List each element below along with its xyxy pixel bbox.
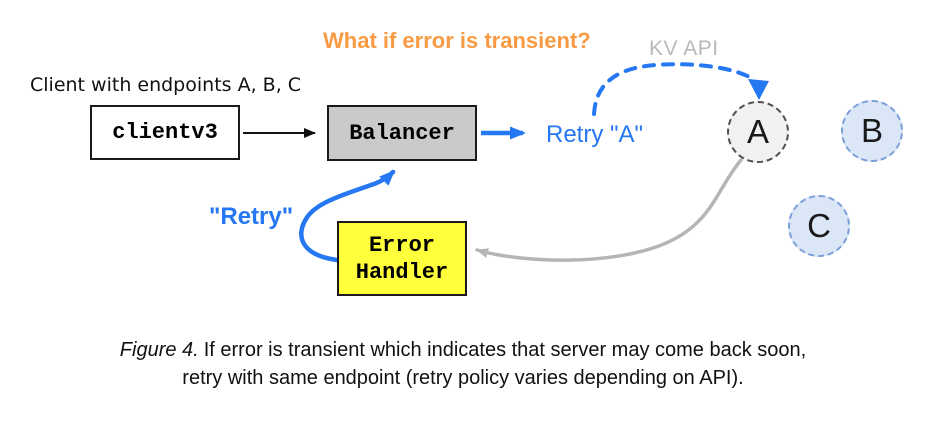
- kv-api-dashed-arrow: [592, 62, 755, 116]
- endpoint-a-label: A: [746, 113, 769, 150]
- retry-a-label: Retry "A": [546, 121, 644, 148]
- caption-line-1-text: If error is transient which indicates th…: [203, 339, 807, 361]
- kv-api-label: KV API: [649, 37, 719, 60]
- retry-quoted-label: "Retry": [209, 203, 294, 230]
- client-endpoints-label: Client with endpoints A, B, C: [30, 74, 302, 96]
- figure-caption: Figure 4.If error is transient which ind…: [0, 336, 926, 392]
- node-error-handler-label-line2: Handler: [355, 259, 449, 285]
- node-clientv3: clientv3: [90, 105, 240, 160]
- kv-api-arrowhead-icon: [748, 79, 769, 100]
- endpoint-c-label: C: [807, 207, 831, 244]
- node-error-handler-label-line1: Error: [368, 232, 435, 258]
- endpoint-c-node: C: [788, 195, 850, 257]
- endpoint-b-label: B: [860, 112, 883, 149]
- node-balancer-label: Balancer: [349, 120, 455, 146]
- node-clientv3-label: clientv3: [112, 120, 218, 145]
- figure-number-label: Figure 4.: [119, 339, 199, 361]
- endpoint-b-node: B: [841, 100, 903, 162]
- arrow-error-handler-to-balancer: [299, 169, 396, 263]
- caption-line-1: Figure 4.If error is transient which ind…: [0, 336, 926, 364]
- arrow-endpoint-a-to-error-handler: [475, 158, 743, 262]
- node-balancer: Balancer: [327, 105, 477, 161]
- endpoint-a-node: A: [727, 101, 789, 163]
- caption-line-2: retry with same endpoint (retry policy v…: [182, 367, 744, 389]
- node-error-handler: Error Handler: [337, 221, 467, 296]
- diagram-title: What if error is transient?: [323, 28, 591, 53]
